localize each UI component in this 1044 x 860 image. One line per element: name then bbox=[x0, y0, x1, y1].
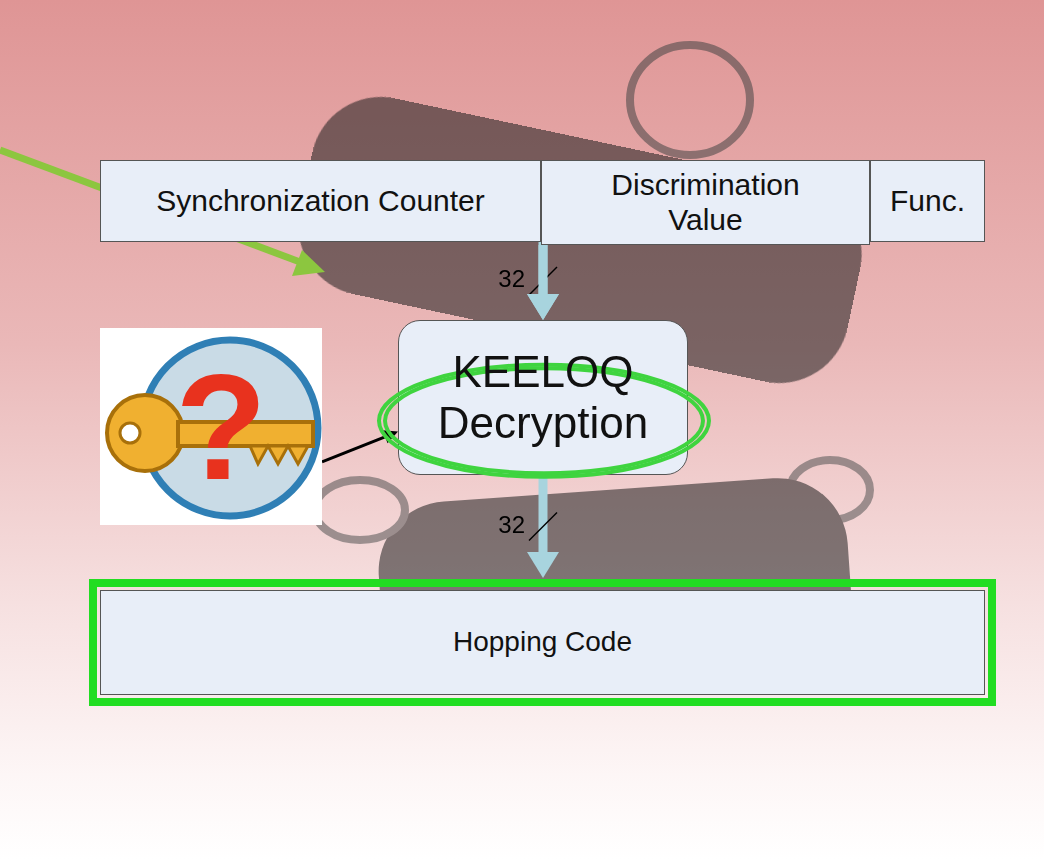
data-field: Synchronization Counter bbox=[100, 160, 541, 242]
key-ring bbox=[630, 45, 750, 155]
question-mark: ? bbox=[175, 352, 267, 502]
arrowhead bbox=[527, 294, 559, 320]
field-label: KEELOQ Decryption bbox=[418, 347, 668, 448]
field-label: Synchronization Counter bbox=[156, 184, 485, 219]
arrowhead bbox=[527, 552, 559, 578]
key-icon: ? bbox=[100, 328, 322, 525]
field-label: Discrimination Value bbox=[591, 168, 821, 237]
bus-width-slash bbox=[529, 267, 557, 295]
bus-width-slash bbox=[529, 513, 557, 541]
pointer-arrowhead bbox=[292, 250, 325, 276]
output-field: Hopping Code bbox=[100, 590, 985, 695]
field-label: Func. bbox=[890, 184, 965, 219]
connector-line bbox=[322, 437, 385, 462]
field-label: Hopping Code bbox=[453, 626, 632, 658]
connector-line bbox=[539, 242, 548, 294]
connector-line bbox=[539, 245, 548, 294]
bit-width-label: 32 bbox=[498, 267, 525, 291]
arrowhead bbox=[527, 294, 559, 320]
connector bbox=[527, 245, 559, 320]
connector bbox=[527, 242, 559, 320]
connector bbox=[527, 475, 559, 578]
bit-width-label: 32 bbox=[498, 513, 525, 537]
connector-line bbox=[539, 475, 548, 552]
key-ring bbox=[315, 480, 405, 540]
data-field: Discrimination Value bbox=[541, 160, 870, 245]
cipher-box: KEELOQ Decryption bbox=[398, 320, 688, 475]
data-field: Func. bbox=[870, 160, 985, 242]
